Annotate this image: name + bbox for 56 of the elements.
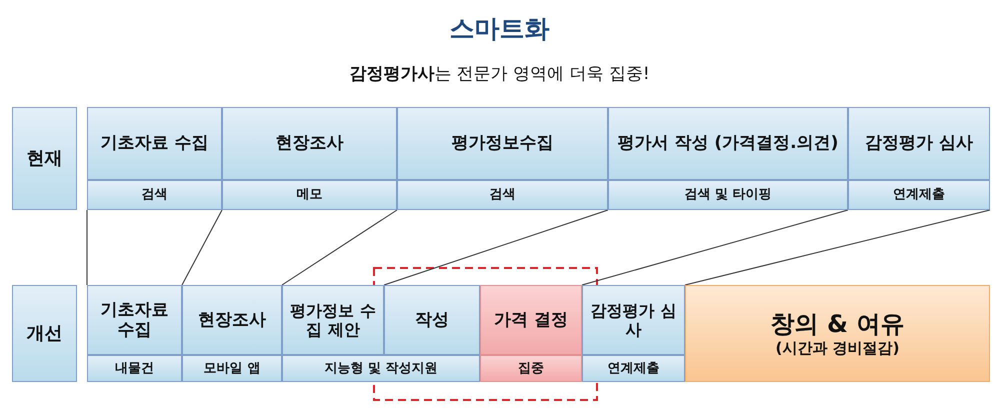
step-box	[397, 107, 608, 180]
step-label: 가격 결정	[493, 310, 569, 330]
step-box	[384, 285, 480, 355]
step-box	[848, 180, 990, 210]
step-label: 현장조사	[274, 133, 344, 154]
connector-line	[86, 210, 88, 286]
step-label: 연계제출	[606, 360, 660, 376]
step-box	[222, 107, 397, 180]
connector-line	[182, 210, 222, 286]
step-label: 평가서 작성 (가격결정.의견)	[616, 133, 840, 154]
connector-line	[582, 210, 848, 286]
step-label: 메모	[296, 187, 324, 203]
step-box	[608, 180, 848, 210]
step-label: 평가정보 수집 제안	[289, 300, 377, 340]
step-box	[182, 285, 282, 355]
step-box	[582, 285, 685, 355]
step-label: 현재	[26, 148, 64, 170]
step-label: 현장조사	[197, 310, 267, 330]
step-box	[282, 285, 384, 355]
step-label: 집중	[517, 360, 545, 376]
connector-line	[684, 210, 990, 286]
step-box	[182, 355, 282, 382]
row-header-box	[12, 285, 77, 382]
step-label: 기초자료 수집	[100, 133, 210, 154]
step-label: 내물건	[114, 360, 155, 376]
step-box	[480, 285, 582, 355]
step-label: 기초자료 수집	[100, 300, 170, 340]
step-box	[282, 355, 480, 382]
step-label: 모바일 앱	[202, 360, 262, 376]
step-note: (시간과 경비절감)	[774, 338, 900, 357]
connector-line	[282, 210, 398, 286]
title: 스마트화	[448, 13, 550, 45]
row-header-box	[12, 107, 77, 210]
step-label: 검색 및 타이핑	[683, 187, 773, 203]
step-box	[87, 285, 182, 355]
step-label: 감정평가 심사	[590, 300, 678, 340]
step-label: 검색	[140, 187, 168, 203]
step-label: 창의 & 여유	[770, 310, 906, 339]
step-box	[87, 180, 222, 210]
subtitle: 감정평가사는 전문가 영역에 더욱 집중!	[348, 63, 651, 85]
step-label: 연계제출	[892, 187, 946, 203]
step-box	[480, 355, 582, 382]
step-label: 감정평가 심사	[864, 133, 974, 154]
step-label: 지능형 및 작성지원	[323, 360, 439, 376]
step-box	[582, 355, 685, 382]
step-box	[397, 180, 608, 210]
step-box	[222, 180, 397, 210]
step-box	[87, 355, 182, 382]
step-box	[87, 107, 222, 180]
step-box	[685, 285, 990, 382]
step-box	[848, 107, 990, 180]
step-box	[608, 107, 848, 180]
step-label: 작성	[414, 310, 450, 330]
step-label: 검색	[488, 187, 516, 203]
step-label: 개선	[26, 322, 64, 344]
step-label: 평가정보수집	[450, 133, 554, 154]
